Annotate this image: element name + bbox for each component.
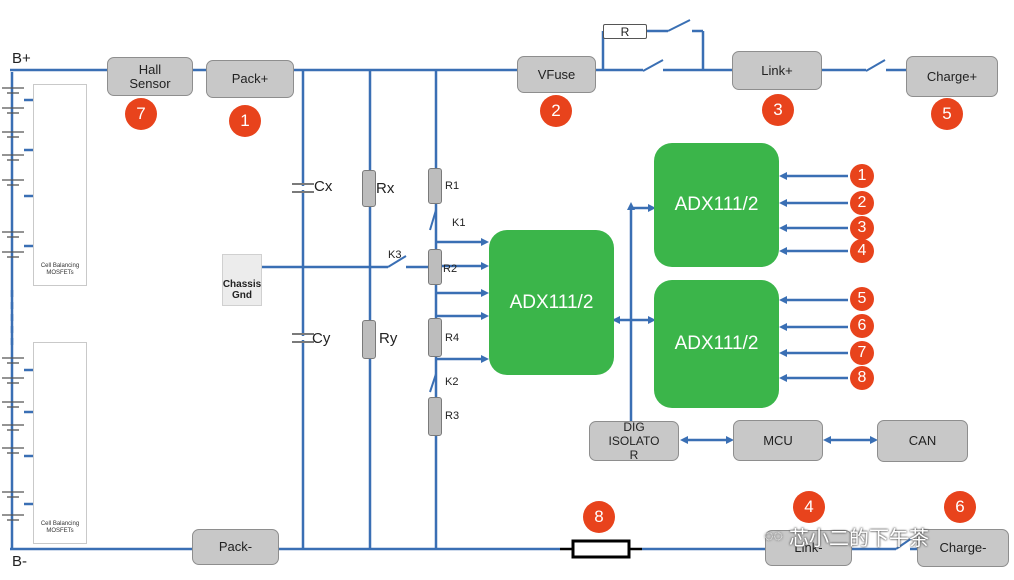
k2-label: K2 — [445, 376, 459, 388]
r2-label: R2 — [443, 263, 458, 275]
adc-input-badge: 6 — [850, 314, 874, 338]
badge-pack-plus: 1 — [229, 105, 261, 137]
pack-minus-block: Pack- — [192, 529, 279, 565]
cell-balancing-panel-top: Cell Balancing MOSFETs — [33, 84, 87, 286]
adc-input-badge: 3 — [850, 216, 874, 240]
cx-label: Cx — [314, 178, 333, 195]
watermark: ◌◌ 芯小二的下午茶 — [764, 522, 929, 551]
cell-panel-caption-top: Cell Balancing MOSFETs — [40, 263, 80, 276]
wechat-icon: ◌◌ — [764, 527, 784, 545]
adc-bottom: ADX111/2 — [654, 280, 779, 408]
r3-resistor — [428, 397, 442, 436]
r4-label: R4 — [445, 332, 460, 344]
can-block: CAN — [877, 420, 968, 462]
cell-balancing-panel-bottom: Cell Balancing MOSFETs — [33, 342, 87, 544]
bminus-label: B- — [12, 553, 27, 570]
k3-label: K3 — [388, 249, 402, 261]
adc-input-badge: 7 — [850, 341, 874, 365]
r1-label: R1 — [445, 180, 460, 192]
mcu-block: MCU — [733, 420, 823, 461]
r1-resistor — [428, 168, 442, 204]
charge-plus-block: Charge+ — [906, 56, 998, 97]
badge-link-minus: 4 — [793, 491, 825, 523]
battery-cells — [2, 87, 24, 521]
pack-plus-block: Pack+ — [206, 60, 294, 98]
badge-link-plus: 3 — [762, 94, 794, 126]
badge-hall: 7 — [125, 98, 157, 130]
vfuse-block: VFuse — [517, 56, 596, 93]
rx-resistor — [362, 170, 376, 207]
badge-vfuse: 2 — [540, 95, 572, 127]
bplus-label: B+ — [12, 50, 31, 67]
hall-sensor-block: Hall Sensor — [107, 57, 193, 96]
ry-resistor — [362, 320, 376, 359]
adc-input-badge: 2 — [850, 191, 874, 215]
adc-input-badge: 5 — [850, 287, 874, 311]
r4-resistor — [428, 318, 442, 357]
r-bypass-resistor: R — [603, 24, 647, 39]
badge-charge-minus: 6 — [944, 491, 976, 523]
watermark-text: 芯小二的下午茶 — [789, 528, 930, 550]
k1-label: K1 — [452, 217, 466, 229]
adc-input-badge: 4 — [850, 239, 874, 263]
rx-label: Rx — [376, 180, 395, 197]
adc-center: ADX111/2 — [489, 230, 614, 375]
link-plus-block: Link+ — [732, 51, 822, 90]
charge-minus-block: Charge- — [917, 529, 1009, 567]
adc-input-badge: 8 — [850, 366, 874, 390]
r3-label: R3 — [445, 410, 460, 422]
r2-resistor — [428, 249, 442, 285]
adc-top: ADX111/2 — [654, 143, 779, 267]
chassis-gnd-block: Chassis Gnd — [222, 254, 262, 306]
cy-label: Cy — [312, 330, 331, 347]
cell-panel-caption-bottom: Cell Balancing MOSFETs — [40, 521, 80, 534]
badge-charge-plus: 5 — [931, 98, 963, 130]
adc-input-badge: 1 — [850, 164, 874, 188]
badge-fuse: 8 — [583, 501, 615, 533]
ry-label: Ry — [379, 330, 398, 347]
link-minus-block: Link- — [765, 530, 852, 566]
dig-isolator-block: DIG ISOLATO R — [589, 420, 679, 462]
